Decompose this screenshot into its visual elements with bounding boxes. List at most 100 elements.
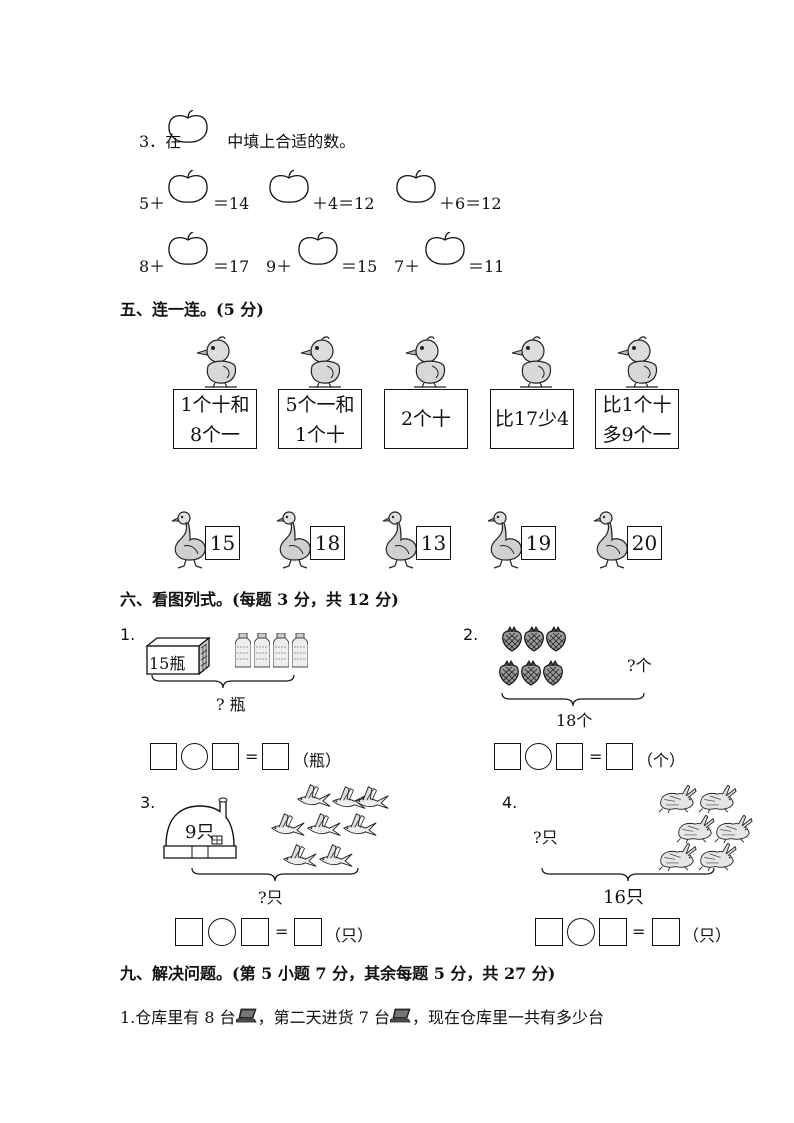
problem-2-number: 2. bbox=[463, 625, 479, 644]
goose-icon bbox=[166, 510, 210, 570]
house-icon bbox=[163, 797, 237, 859]
strawberry-icon bbox=[519, 660, 543, 686]
unit-label: （只） bbox=[325, 926, 374, 945]
match-number-4[interactable]: 19 bbox=[521, 526, 556, 560]
section-5-title: 五、连一连。(5 分) bbox=[120, 300, 264, 319]
equation-5-left: 9＋ bbox=[266, 257, 293, 276]
answer-box[interactable] bbox=[241, 918, 269, 946]
strawberry-icon bbox=[544, 626, 568, 652]
apple-answer-blank-2[interactable] bbox=[267, 170, 311, 204]
equation-3-right: ＋6＝12 bbox=[439, 194, 502, 213]
goose-icon bbox=[482, 510, 526, 570]
rabbit-icon bbox=[713, 815, 753, 844]
apple-answer-blank-4[interactable] bbox=[166, 232, 210, 266]
chick-icon bbox=[295, 336, 345, 388]
operator-circle[interactable] bbox=[525, 743, 552, 770]
crate-label: 15瓶 bbox=[149, 654, 186, 673]
equation-6-left: 7＋ bbox=[394, 257, 421, 276]
rabbit-icon bbox=[697, 785, 737, 814]
match-number-3[interactable]: 13 bbox=[416, 526, 451, 560]
question-label: ? 瓶 bbox=[216, 695, 246, 714]
answer-box[interactable] bbox=[494, 743, 521, 770]
apple-answer-blank-1[interactable] bbox=[166, 170, 210, 204]
swallow-icon bbox=[306, 812, 342, 839]
brace-icon bbox=[151, 674, 295, 689]
answer-box[interactable] bbox=[212, 743, 239, 770]
equation-1-left: 5＋ bbox=[139, 194, 166, 213]
answer-box[interactable] bbox=[262, 743, 289, 770]
brace-icon bbox=[501, 692, 645, 707]
unit-label: （只） bbox=[683, 926, 732, 945]
equals-sign: = bbox=[632, 922, 646, 941]
equation-5-right: ＝15 bbox=[341, 257, 378, 276]
answer-box[interactable] bbox=[150, 743, 177, 770]
operator-circle[interactable] bbox=[567, 918, 595, 946]
bottle-icon bbox=[292, 633, 308, 669]
laptop-icon bbox=[390, 1008, 412, 1024]
equals-sign: = bbox=[589, 747, 603, 766]
match-number-5[interactable]: 20 bbox=[627, 526, 662, 560]
section-9-title: 九、解决问题。(第 5 小题 7 分，其余每题 5 分，共 27 分) bbox=[120, 964, 556, 983]
bottle-icon bbox=[235, 633, 251, 669]
swallow-icon bbox=[354, 785, 390, 812]
milk-crate-icon bbox=[145, 636, 211, 676]
answer-box[interactable] bbox=[556, 743, 583, 770]
swallow-icon bbox=[296, 783, 332, 810]
operator-circle[interactable] bbox=[181, 743, 208, 770]
problem-1-number: 1. bbox=[120, 625, 136, 644]
rabbit-icon bbox=[657, 785, 697, 814]
bottle-icon bbox=[273, 633, 289, 669]
answer-box[interactable] bbox=[652, 918, 680, 946]
chick-icon bbox=[612, 336, 662, 388]
equation-6-right: ＝11 bbox=[468, 257, 505, 276]
answer-box[interactable] bbox=[606, 743, 633, 770]
total-label: 18个 bbox=[556, 711, 593, 730]
equation-1-right: ＝14 bbox=[213, 194, 250, 213]
question-1-text: 1.仓库里有 8 台，第二天进货 7 台，现在仓库里一共有多少台 bbox=[120, 1008, 604, 1027]
match-number-1[interactable]: 15 bbox=[205, 526, 240, 560]
goose-icon bbox=[588, 510, 632, 570]
goose-icon bbox=[271, 510, 315, 570]
strawberry-icon bbox=[500, 626, 524, 652]
question-3-instruction: 3．在中填上合适的数。 bbox=[139, 132, 356, 151]
match-card-3[interactable]: 2个十 bbox=[384, 389, 468, 449]
problem-4-number: 4. bbox=[502, 793, 518, 812]
brace-icon bbox=[541, 867, 715, 882]
apple-answer-blank-3[interactable] bbox=[394, 170, 438, 204]
unknown-label: ?只 bbox=[533, 828, 558, 847]
apple-icon bbox=[166, 110, 210, 144]
house-label: 9只 bbox=[185, 822, 215, 843]
match-card-5[interactable]: 比1个十 多9个一 bbox=[595, 389, 679, 449]
equation-4-left: 8＋ bbox=[139, 257, 166, 276]
chick-icon bbox=[506, 336, 556, 388]
strawberry-icon bbox=[541, 660, 565, 686]
match-card-2[interactable]: 5个一和 1个十 bbox=[278, 389, 362, 449]
swallow-icon bbox=[270, 812, 306, 839]
equals-sign: = bbox=[275, 922, 289, 941]
apple-answer-blank-5[interactable] bbox=[296, 232, 340, 266]
match-number-2[interactable]: 18 bbox=[310, 526, 345, 560]
section-6-title: 六、看图列式。(每题 3 分，共 12 分) bbox=[120, 590, 399, 609]
strawberry-icon bbox=[522, 626, 546, 652]
match-card-1[interactable]: 1个十和 8个一 bbox=[173, 389, 257, 449]
rabbit-icon bbox=[675, 815, 715, 844]
chick-icon bbox=[400, 336, 450, 388]
question-label: ?只 bbox=[258, 888, 283, 907]
unit-label: （个） bbox=[637, 751, 686, 770]
equation-2-right: ＋4＝12 bbox=[312, 194, 375, 213]
answer-box[interactable] bbox=[175, 918, 203, 946]
unit-label: （瓶） bbox=[293, 751, 342, 770]
match-card-4[interactable]: 比17少4 bbox=[490, 389, 574, 449]
apple-answer-blank-6[interactable] bbox=[423, 232, 467, 266]
answer-box[interactable] bbox=[294, 918, 322, 946]
bottle-icon bbox=[254, 633, 270, 669]
answer-box[interactable] bbox=[599, 918, 627, 946]
operator-circle[interactable] bbox=[208, 918, 236, 946]
question-number: 3． bbox=[139, 132, 166, 151]
strawberry-icon bbox=[497, 660, 521, 686]
equals-sign: = bbox=[245, 747, 259, 766]
equation-4-right: ＝17 bbox=[213, 257, 250, 276]
answer-box[interactable] bbox=[535, 918, 563, 946]
laptop-icon bbox=[236, 1008, 258, 1024]
unknown-label: ?个 bbox=[627, 656, 652, 675]
